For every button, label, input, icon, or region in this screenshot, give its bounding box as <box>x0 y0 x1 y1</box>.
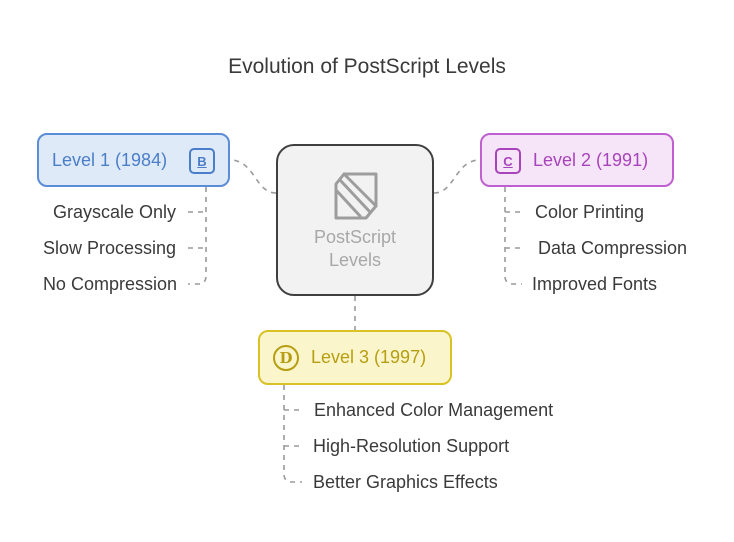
level3-letter-icon: D <box>273 345 299 371</box>
level3-item: High-Resolution Support <box>313 436 510 456</box>
level1-box: Level 1 (1984) B <box>37 133 230 187</box>
level1-letter-icon: B <box>189 148 215 174</box>
level2-item: Data Compression <box>538 238 688 258</box>
level3-item: Better Graphics Effects <box>313 472 498 492</box>
postscript-document-icon <box>334 172 378 220</box>
center-node: PostScript Levels <box>276 144 434 296</box>
connector-level3-items <box>283 385 302 483</box>
diagram-title: Evolution of PostScript Levels <box>228 55 506 78</box>
center-label: PostScript Levels <box>278 226 432 272</box>
level2-item: Improved Fonts <box>532 274 658 294</box>
connector-level2 <box>433 159 481 194</box>
connector-level1-items <box>188 187 207 285</box>
level1-label: Level 1 (1984) <box>52 149 168 170</box>
level2-box: C Level 2 (1991) <box>480 133 674 187</box>
connector-level2-items <box>504 187 522 285</box>
level3-item: Enhanced Color Management <box>314 400 554 420</box>
level2-letter-icon: C <box>495 148 521 174</box>
level2-item: Color Printing <box>535 202 645 222</box>
level1-item: Slow Processing <box>42 238 176 258</box>
connector-level1 <box>229 159 277 194</box>
level1-item: No Compression <box>42 274 177 294</box>
level2-label: Level 2 (1991) <box>533 149 649 170</box>
center-label-line1: PostScript <box>313 227 397 247</box>
level3-label: Level 3 (1997) <box>311 347 427 367</box>
level3-box: D Level 3 (1997) <box>258 330 452 385</box>
level1-item: Grayscale Only <box>52 202 176 222</box>
center-label-line2: Levels <box>328 250 382 270</box>
